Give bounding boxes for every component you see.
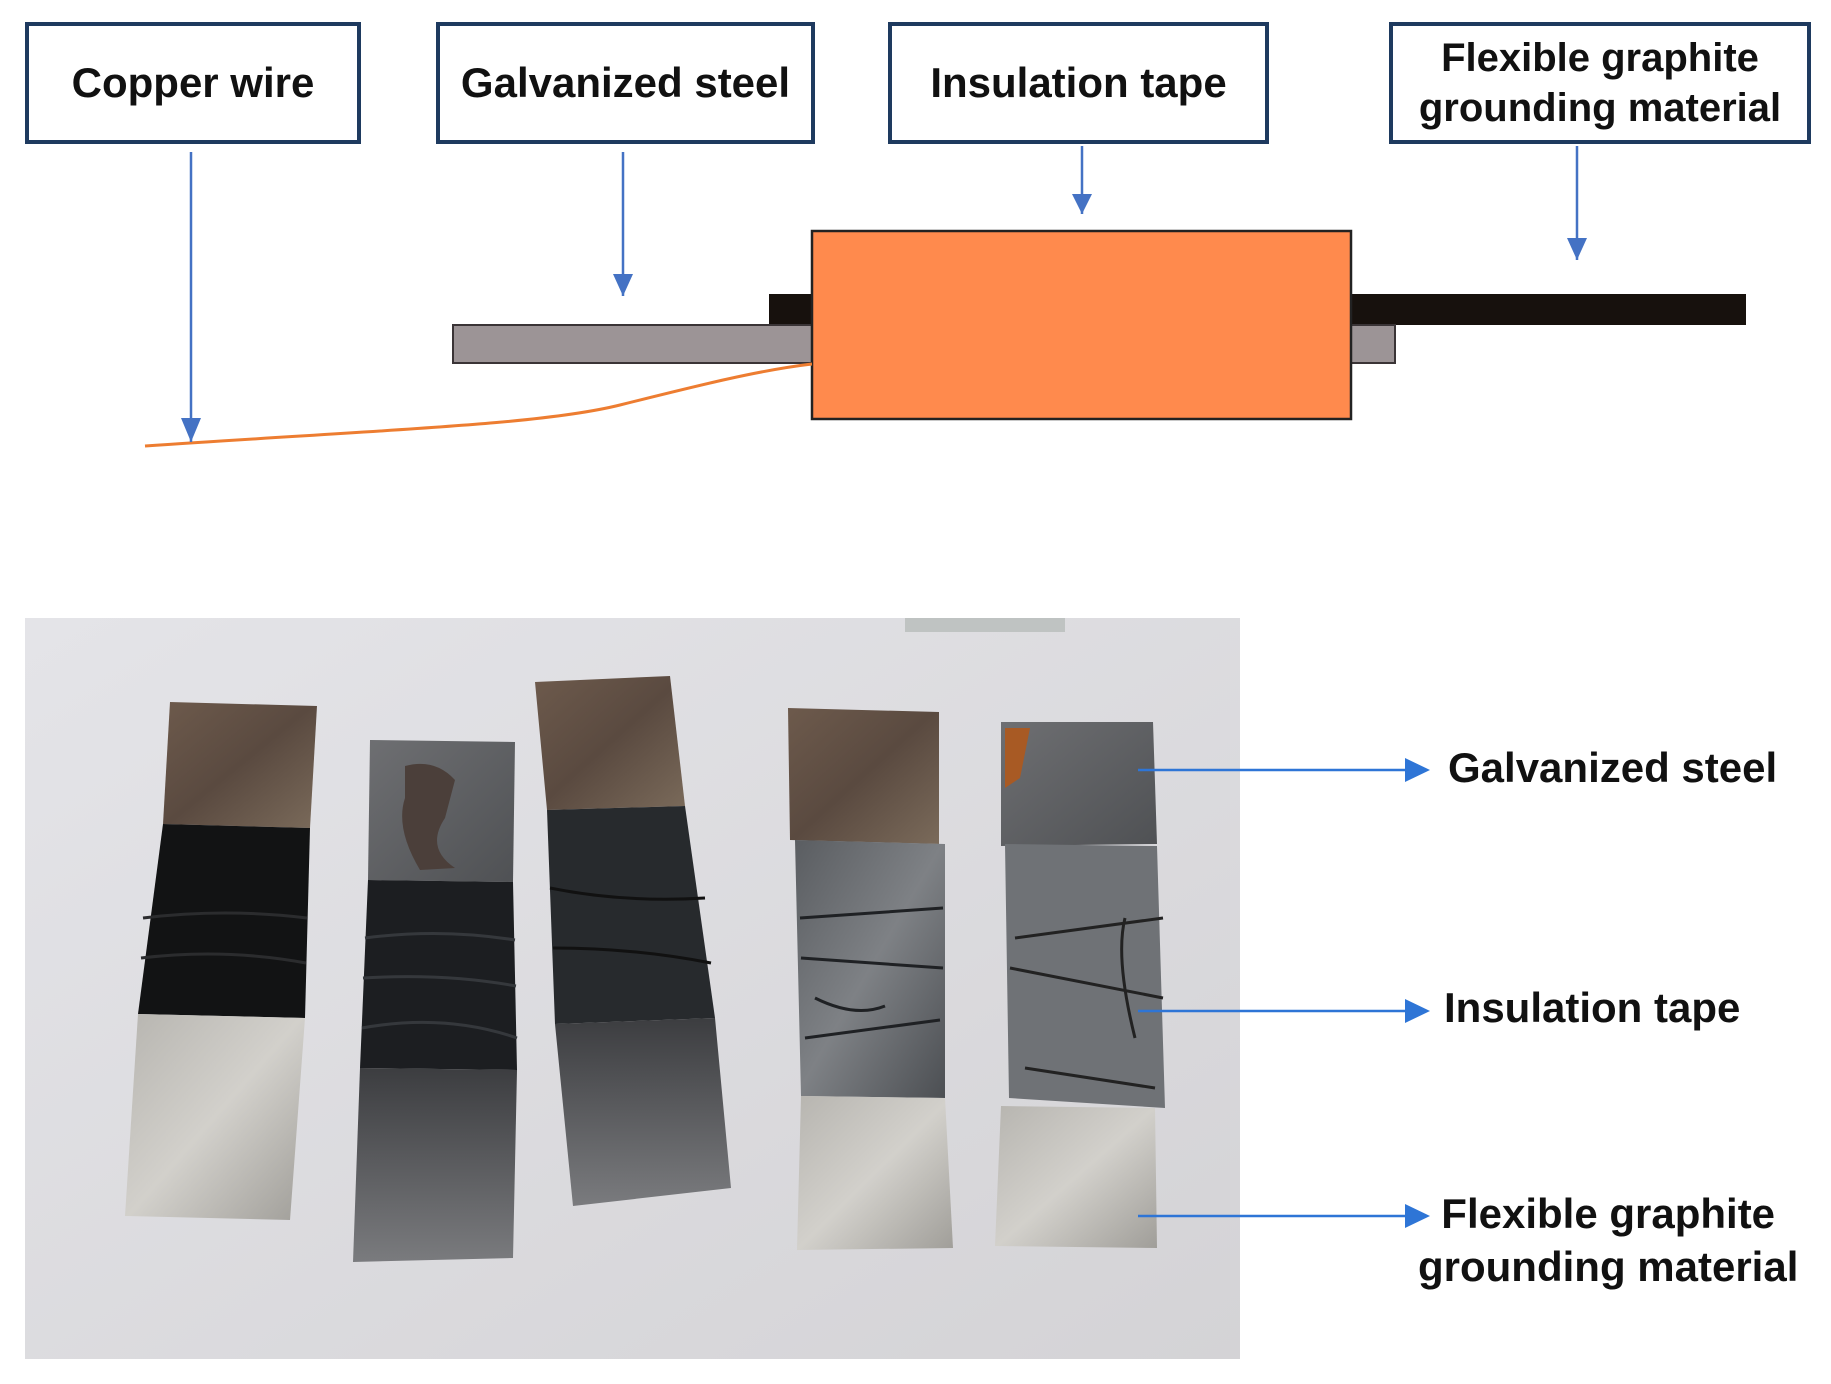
photo-flexible-graphite-label: Flexible graphite grounding material xyxy=(1418,1188,1798,1293)
photo-galvanized-steel-label: Galvanized steel xyxy=(1448,742,1777,795)
sample-3 xyxy=(535,676,731,1206)
flexible-graphite-text-line1: Flexible graphite xyxy=(1441,36,1759,80)
galvanized-steel-label: Galvanized steel xyxy=(436,22,815,144)
flexible-graphite-text-line2: grounding material xyxy=(1418,86,1782,130)
copper-wire xyxy=(144,362,813,448)
photo-galvanized-steel-text: Galvanized steel xyxy=(1448,744,1778,791)
insulation-tape-label: Insulation tape xyxy=(888,22,1269,144)
photo-insulation-tape-label: Insulation tape xyxy=(1444,982,1740,1035)
photo-insulation-tape-text: Insulation tape xyxy=(1444,984,1741,1031)
sample-2 xyxy=(353,740,518,1262)
copper-wire-label: Copper wire xyxy=(25,22,361,144)
insulation-tape-text: Insulation tape xyxy=(930,58,1227,106)
flexible-graphite-label: Flexible graphite grounding material xyxy=(1389,22,1811,144)
sample-1 xyxy=(125,702,317,1220)
sample-4 xyxy=(788,708,953,1250)
galvanized-steel-text: Galvanized steel xyxy=(460,58,791,106)
photo-flexible-graphite-text-line1: Flexible graphite xyxy=(1441,1190,1776,1237)
schematic-arrows xyxy=(181,146,1587,442)
insulation-tape-block xyxy=(810,229,1353,421)
photo-flexible-graphite-text-line2: grounding material xyxy=(1418,1242,1799,1290)
sample-5 xyxy=(995,722,1165,1248)
sample-photo xyxy=(25,618,1240,1359)
copper-wire-text: Copper wire xyxy=(71,58,315,106)
